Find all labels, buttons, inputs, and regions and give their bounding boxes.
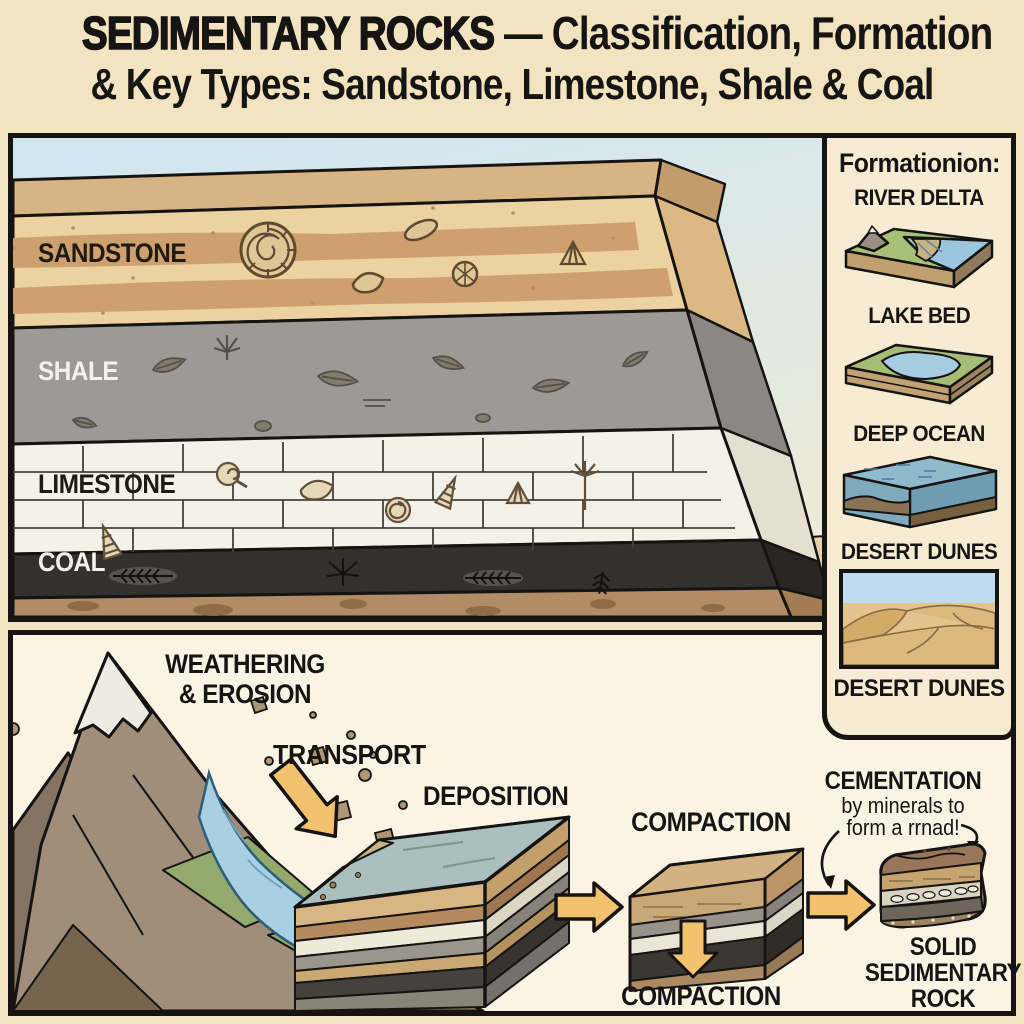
strata-block-illustration	[13, 138, 825, 617]
formation-item-lake-bed-label: LAKE BED	[868, 303, 970, 328]
coal-label: COAL	[38, 547, 106, 577]
weathering-label-line1: WEATHERING	[165, 649, 325, 679]
result-label-line1: SOLID	[909, 933, 977, 961]
title-line-2: & Key Types: Sandstone, Limestone, Shale…	[90, 59, 935, 109]
deep-ocean-illustration	[842, 455, 998, 529]
shale-layer	[13, 308, 723, 446]
formation-panel: Formationion: RIVER DELTA LAKE BED	[822, 133, 1016, 740]
formation-item-desert-dunes-label: DESERT DUNES	[840, 539, 998, 564]
river-delta-illustration	[844, 225, 994, 289]
formation-item-river-delta-label: RIVER DELTA	[854, 185, 984, 210]
arrow-to-cementation	[806, 879, 876, 931]
sandstone-texture	[13, 206, 673, 315]
desert-dunes-frame	[839, 569, 999, 669]
shale-fossils	[71, 335, 649, 432]
limestone-fossils	[101, 461, 600, 561]
compaction-block	[628, 847, 805, 992]
base-texture	[67, 599, 725, 616]
shale-label: SHALE	[38, 356, 119, 386]
desert-dunes-illustration	[843, 573, 995, 665]
transport-arrow	[269, 757, 339, 839]
title-strong: SEDIMENTARY ROCKS	[81, 6, 495, 59]
process-illustration	[13, 651, 987, 1011]
title-line-1: SEDIMENTARY ROCKS — Classification, Form…	[81, 6, 993, 59]
strata-panel: SANDSTONE SHALE LIMESTONE COAL	[8, 133, 830, 622]
cementation-label: CEMENTATION	[824, 767, 982, 795]
cementation-sub1: by minerals to	[841, 793, 965, 818]
sandstone-fossils	[239, 218, 587, 294]
result-label-line2: SEDIMENTARY	[864, 959, 1022, 987]
sandstone-label: SANDSTONE	[38, 238, 187, 268]
coal-fossils	[109, 558, 611, 595]
title-rest: — Classification, Formation	[494, 7, 993, 59]
transport-label: TRANSPORT	[273, 739, 426, 770]
weathering-label-line2: & EROSION	[178, 679, 312, 709]
limestone-label: LIMESTONE	[38, 469, 176, 499]
compaction-down-arrow	[667, 919, 719, 979]
formation-footer-label: DESERT DUNES	[833, 675, 1005, 702]
deposition-block	[293, 815, 571, 1011]
cementation-sub2: form a rrnad!	[846, 815, 960, 840]
solid-rock-block	[879, 842, 987, 929]
deposition-label: DEPOSITION	[423, 781, 569, 811]
compaction-label-top: COMPACTION	[631, 807, 791, 837]
formation-item-deep-ocean-label: DEEP OCEAN	[853, 421, 985, 446]
lake-bed-illustration	[844, 343, 994, 405]
page-title: SEDIMENTARY ROCKS — Classification, Form…	[0, 6, 1024, 109]
formation-heading: Formationion:	[838, 148, 1000, 178]
compaction-label-bottom: COMPACTION	[621, 981, 781, 1011]
result-label-line3: ROCK	[910, 985, 976, 1013]
